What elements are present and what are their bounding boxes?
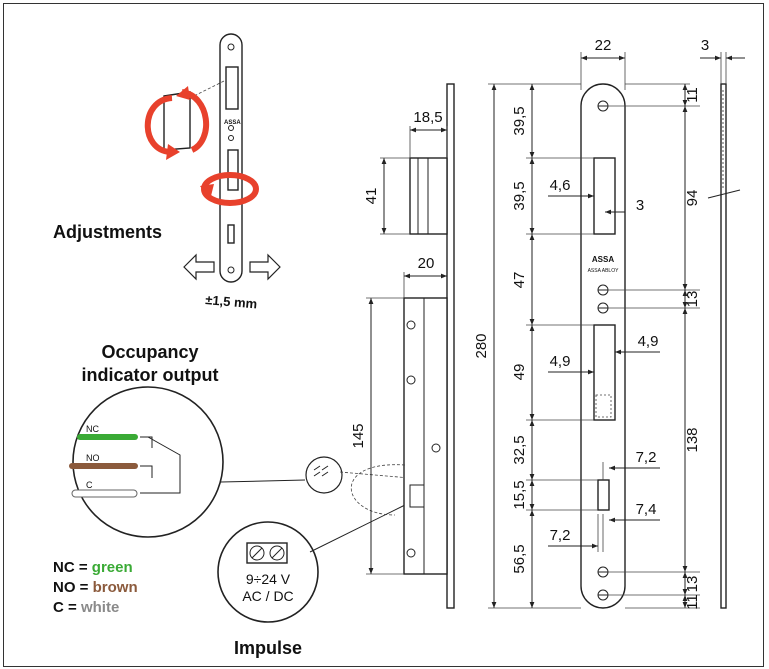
adjustment-illustration: ASSA [144,33,281,283]
legend-c: C = white [53,599,119,616]
dim-side-height: 41 [363,188,380,205]
dim-body-depth: 20 [418,255,435,272]
wire-c-label: C [86,480,93,490]
wire-nc-label: NC [86,424,99,434]
wiring-detail: NC NO C [69,386,411,538]
wire-legend: NC = green NO = brown C = white [53,559,138,616]
dim-slot-left: 7,2 [550,527,571,544]
dim-hole-to-holes: 94 [684,190,701,207]
dim-slot-height: 15,5 [511,480,528,509]
occupancy-title-1: Occupancy [101,342,198,362]
dim-slot-right-top: 7,2 [636,449,657,466]
dim-faceplate-width: 22 [595,37,612,54]
dim-bottom-to-hole: 11 [684,594,701,610]
dim-slot-to-bottom: 56,5 [511,544,528,573]
adjustments-label: Adjustments [53,222,162,242]
dim-deadbolt-right: 4,9 [638,333,659,350]
side-view [350,83,455,609]
dim-holes-spacing-top: 13 [684,291,701,308]
voltage-line-2: AC / DC [242,588,293,604]
voltage-line-1: 9÷24 V [246,571,291,587]
tolerance-label: ±1,5 mm [205,292,258,311]
dim-total-height: 280 [473,333,490,358]
dim-body-height: 145 [350,423,367,448]
impulse-detail: 9÷24 V AC / DC [217,504,406,623]
small-logo: ASSA [224,120,241,126]
arrow-left-icon [183,253,215,281]
dim-slot-right-bottom: 7,4 [636,501,657,518]
dim-deadbolt-to-slot: 32,5 [511,435,528,464]
faceplate-thickness-view [707,83,741,609]
dim-top-to-latch: 39,5 [511,106,528,135]
wire-no-label: NO [86,453,100,463]
dim-deadbolt-height: 49 [511,364,528,381]
rotate-arrow-icon [144,95,173,155]
dim-latch-to-deadbolt: 47 [511,272,528,289]
impulse-label: Impulse [234,638,302,658]
faceplate-logo-sub: ASSA ABLOY [588,268,620,274]
occupancy-title-2: indicator output [82,365,219,385]
dim-deadbolt-left: 4,9 [550,353,571,370]
dim-faceplate-thickness: 3 [701,37,709,54]
dim-latch-offset: 4,6 [550,177,571,194]
dim-side-depth: 18,5 [413,109,442,126]
dim-latch-gap: 3 [636,197,644,214]
dim-top-to-hole: 11 [684,87,701,103]
dim-holes-spacing-bottom: 13 [684,576,701,593]
legend-no: NO = brown [53,579,138,596]
legend-nc: NC = green [53,559,133,576]
faceplate-logo: ASSA [592,255,614,264]
dim-lower-span: 138 [684,427,701,452]
drawing-frame [3,3,764,667]
wire-c [71,489,138,498]
faceplate-front: ASSA ASSA ABLOY [580,83,626,609]
dim-latch-height: 39,5 [511,181,528,210]
arrow-right-icon [249,253,281,281]
